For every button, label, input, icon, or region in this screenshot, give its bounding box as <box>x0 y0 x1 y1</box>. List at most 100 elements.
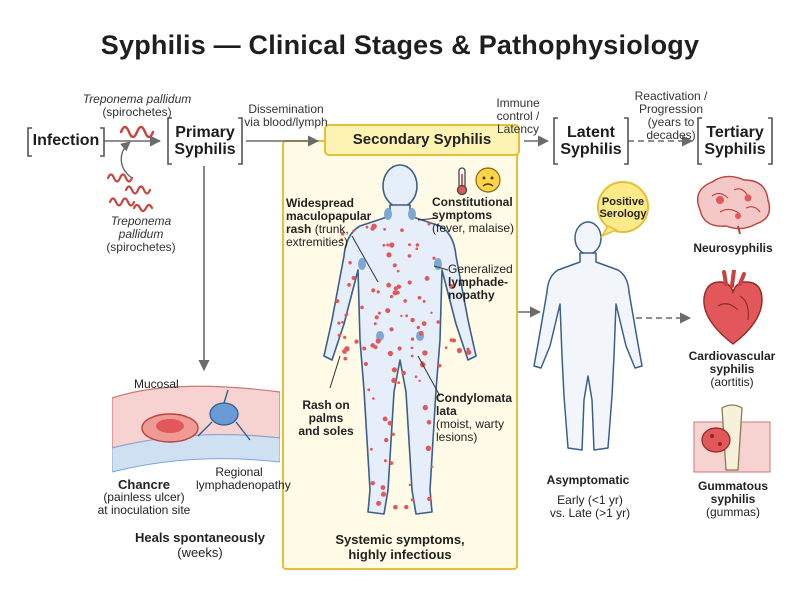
rash-dot <box>407 280 412 285</box>
latent-early: Early (<1 yr) <box>557 493 623 507</box>
rash-dot <box>444 346 448 349</box>
rash-dot <box>425 445 432 451</box>
secondary-systemic-label: Systemic symptoms, highly infectious <box>300 532 500 562</box>
rash-dot <box>416 325 420 330</box>
spirochete-cluster-icon <box>106 173 154 213</box>
rash-dot <box>424 276 430 281</box>
rash-dot <box>340 231 345 236</box>
palms-line2: and soles <box>298 424 354 438</box>
dissemination-line1: Dissemination <box>248 102 324 116</box>
rash-dot <box>387 420 393 426</box>
palms-line1: Rash on palms <box>302 398 350 425</box>
rash-dot <box>375 338 381 344</box>
bracket-tertiary-left <box>697 117 702 165</box>
rash-dot <box>365 225 369 229</box>
stage-tertiary-line1: Tertiary <box>706 124 764 141</box>
stage-primary: Primary Syphilis <box>170 124 240 158</box>
mucosal-label: Mucosal <box>134 377 179 391</box>
neuro-title: Neurosyphilis <box>693 241 773 255</box>
cardio-label: Cardiovascular syphilis (aortitis) <box>682 350 782 389</box>
rash-dot <box>370 481 375 486</box>
brain-icon <box>697 175 771 234</box>
rash-line1: Widespread <box>286 196 354 210</box>
rash-dot <box>374 315 379 320</box>
condyloma-line4: lesions) <box>436 430 478 444</box>
rash-dot <box>408 243 412 247</box>
pathogen-qualifier: (spirochetes) <box>102 105 172 119</box>
condyloma-line3: (moist, warty <box>436 417 505 431</box>
spirochete-icon <box>119 125 155 138</box>
rash-dot <box>370 447 373 451</box>
latent-late: vs. Late (>1 yr) <box>549 506 631 520</box>
regional-lymph-label: Regional lymphadenopathy <box>196 465 291 492</box>
serology-line1: Positive <box>601 196 645 208</box>
chancre-detail1: (painless ulcer) <box>103 490 185 504</box>
regional-line1: Regional <box>215 465 263 479</box>
bracket-primary-right <box>238 117 243 165</box>
condyloma-line2: lata <box>436 404 457 418</box>
bone-icon <box>693 404 771 473</box>
rash-dot <box>344 313 348 317</box>
rash-dot <box>400 314 403 318</box>
rash-dot <box>381 491 386 497</box>
rash-dot <box>352 229 355 233</box>
gumma-line3: (gummas) <box>705 505 760 519</box>
rash-dot <box>351 276 356 280</box>
rash-dot <box>386 252 392 258</box>
serology-badge <box>597 181 649 238</box>
rash-dot <box>401 370 406 376</box>
rash-dot <box>389 295 394 299</box>
rash-dot <box>422 299 426 303</box>
rash-dot <box>371 223 377 229</box>
latent-status-label: Asymptomatic <box>538 474 638 487</box>
rash-dot <box>418 331 424 336</box>
rash-dot <box>400 228 404 232</box>
rash-dot <box>427 496 432 502</box>
latent-body-figure <box>533 221 643 451</box>
rash-line3b: (trunk, <box>314 222 349 236</box>
cardio-line1: Cardiovascular <box>688 349 776 363</box>
stage-primary-line1: Primary <box>175 124 235 141</box>
rash-dot <box>363 361 368 367</box>
reactivation-line1: Reactivation / <box>634 89 708 103</box>
rash-dot <box>449 284 455 290</box>
reactivation-line3: (years to <box>647 115 695 129</box>
mucosal-tissue-illustration <box>112 385 280 473</box>
pathogen-name-lower-1: Treponema <box>110 214 172 228</box>
bracket-primary-left <box>167 117 172 165</box>
asymptomatic-label: Asymptomatic <box>546 473 630 487</box>
rash-dot <box>382 243 386 247</box>
rash-dot <box>391 377 397 384</box>
stage-latent-line1: Latent <box>567 124 615 141</box>
rash-dot <box>335 299 340 304</box>
rash-dot <box>385 308 391 314</box>
rash-dot <box>422 404 428 411</box>
rash-dot <box>386 282 392 288</box>
bracket-infection-right <box>100 127 105 157</box>
bracket-latent-left <box>553 117 558 165</box>
pathogen-qualifier-lower: (spirochetes) <box>106 240 176 254</box>
rash-dot <box>466 349 472 355</box>
secondary-lymph-label: Generalized lymphade- nopathy <box>448 263 516 302</box>
rash-dot <box>391 367 397 373</box>
pathogen-name: Treponema pallidum <box>82 92 192 106</box>
stage-latent-line2: Syphilis <box>560 141 622 158</box>
rash-dot <box>397 381 401 384</box>
rash-dot <box>391 432 395 436</box>
rash-dot <box>383 227 386 231</box>
rash-dot <box>337 321 341 325</box>
neuro-label: Neurosyphilis <box>690 242 776 255</box>
lymph-line3: nopathy <box>448 288 495 302</box>
chancre-label: Chancre (painless ulcer) at inoculation … <box>94 478 194 517</box>
cardio-line3: (aortitis) <box>710 375 754 389</box>
rash-dot <box>380 485 386 490</box>
heals-title: Heals spontaneously <box>134 530 266 545</box>
rash-dot <box>354 339 359 344</box>
secondary-rash-label: Widespread maculopapular rash (trunk, ex… <box>286 196 371 249</box>
rash-dot <box>396 284 402 289</box>
secondary-palms-label: Rash on palms and soles <box>286 399 366 438</box>
rash-dot <box>342 349 347 354</box>
lymph-line2: lymphade- <box>448 275 509 289</box>
